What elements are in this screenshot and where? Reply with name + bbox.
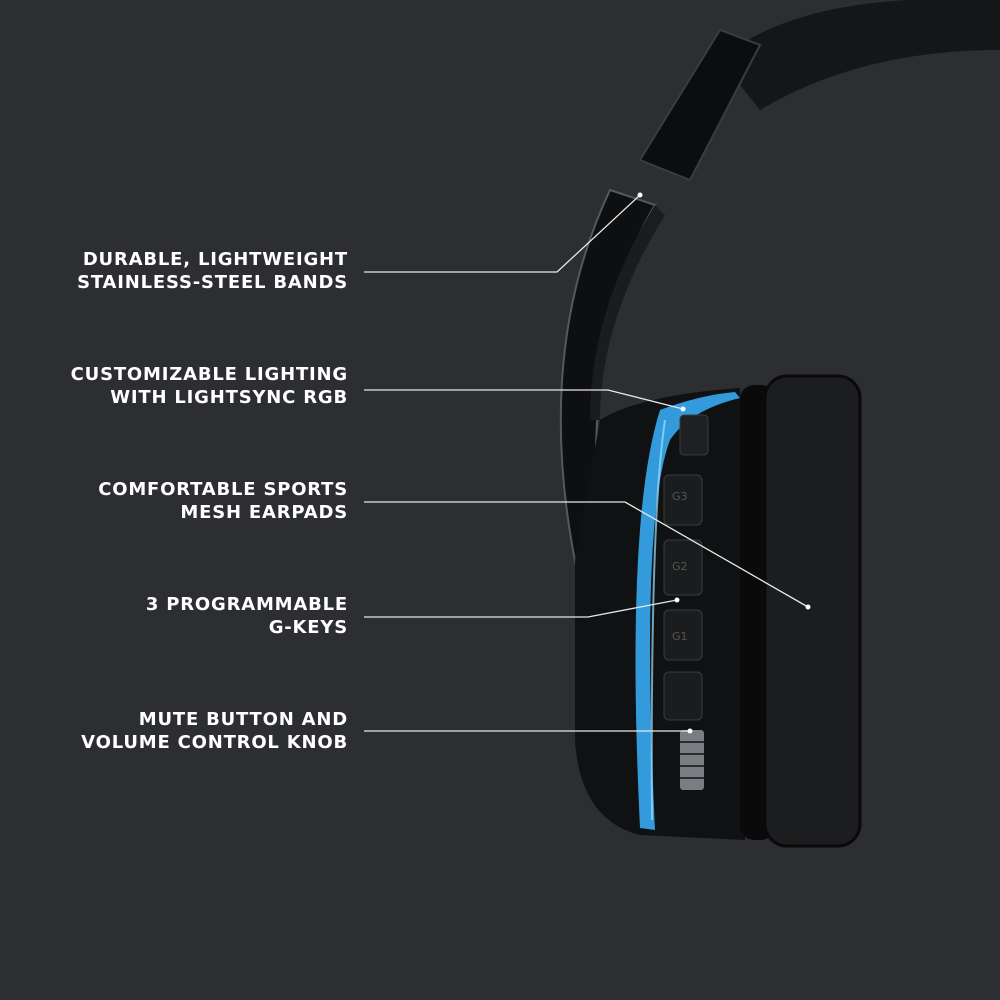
mute-button [679,414,709,456]
callout-line: WITH LIGHTSYNC RGB [110,387,348,408]
g2-key-label: G2 [672,560,688,573]
mic-mute-key [663,671,703,721]
rgb-light-strip [635,392,740,830]
callout-bands: DURABLE, LIGHTWEIGHT STAINLESS-STEEL BAN… [77,248,348,294]
callout-line: CUSTOMIZABLE LIGHTING [70,364,348,385]
callout-line: DURABLE, LIGHTWEIGHT [82,249,348,270]
g3-key-label: G3 [672,490,688,503]
leader-line-earpads [364,501,809,608]
leader-dot-lighting [680,406,686,412]
headband-cushion [720,0,1000,110]
callout-line: COMFORTABLE SPORTS [98,479,348,500]
callout-line: G-KEYS [268,617,348,638]
leader-lines [364,194,809,732]
headband-top [638,28,762,182]
callout-line: MESH EARPADS [180,502,348,523]
leader-line-lighting [364,389,684,410]
callout-line: MUTE BUTTON AND [138,709,348,730]
g1-key [663,609,703,661]
callout-lighting: CUSTOMIZABLE LIGHTING WITH LIGHTSYNC RGB [71,363,348,409]
callout-mute: MUTE BUTTON AND VOLUME CONTROL KNOB [81,708,348,754]
callout-line: 3 PROGRAMMABLE [145,594,348,615]
g3-key [663,474,703,526]
leader-line-bands [364,194,641,273]
leader-dot-earpads [805,604,811,610]
callout-gkeys: 3 PROGRAMMABLE G-KEYS [146,593,348,639]
callout-earpads: COMFORTABLE SPORTS MESH EARPADS [98,478,348,524]
callout-line: STAINLESS-STEEL BANDS [77,272,348,293]
callout-line: VOLUME CONTROL KNOB [81,732,348,753]
mesh-earpad [763,374,862,848]
volume-knob [680,730,704,790]
g1-key-label: G1 [672,630,688,643]
leader-dot-gkeys [674,597,680,603]
leader-dot-mute [687,728,693,734]
g2-key [663,539,703,596]
leader-dot-bands [637,192,643,198]
leader-line-gkeys [364,599,678,618]
band-mesh [590,205,665,420]
